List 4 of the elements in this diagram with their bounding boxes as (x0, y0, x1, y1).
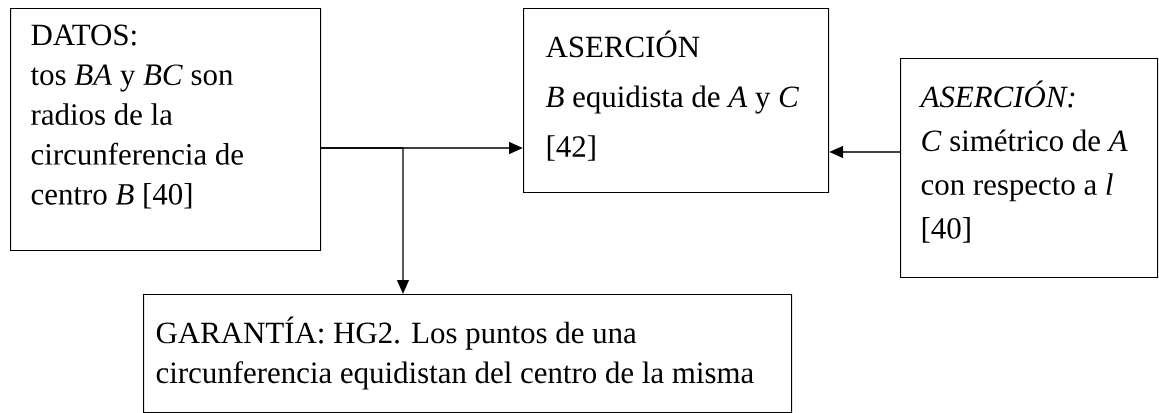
text-box: DATOS: tos BA y BC son radios de la circunferencia de centro B [40] (10, 8, 322, 252)
text-box: GARANTÍA: HG2. Los puntos de una circunferencia equidistan del centro de la misma (143, 294, 793, 413)
text-box: ASERCIÓN: C simétrico de A con respecto a l [40] (900, 58, 1159, 279)
text-box: ASERCIÓN B equidista de A y C [42] (523, 8, 830, 194)
